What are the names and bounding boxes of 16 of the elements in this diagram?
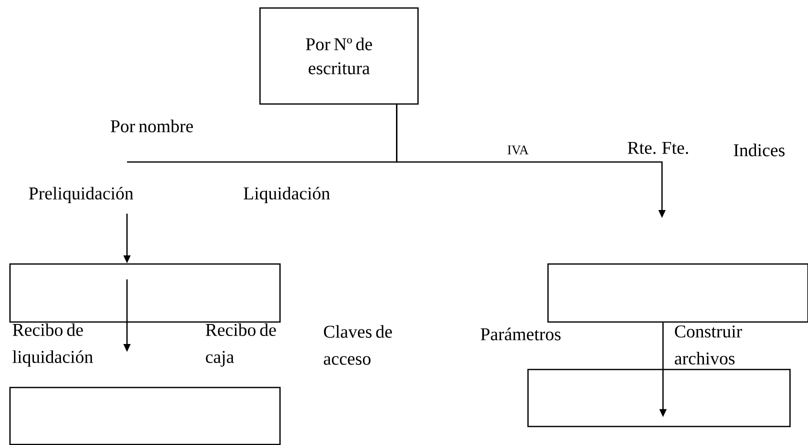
empty-box: [547, 263, 808, 323]
label-text: Liquidación: [244, 186, 330, 204]
label-text: Por nombre: [110, 120, 193, 132]
label-text: Preliquidación: [29, 186, 134, 204]
empty-box: [9, 263, 281, 323]
label-text: Recibo de caja: [206, 323, 276, 367]
label-text: Parámetros: [480, 328, 561, 340]
label-text: Construir archivos: [674, 325, 742, 365]
label-text: Recibo de liquidación: [12, 323, 93, 367]
process-box: Por Nº de escritura: [259, 7, 419, 105]
label-text: Rte. Fte.: [628, 142, 688, 154]
empty-box: [527, 368, 791, 428]
empty-box: [9, 386, 281, 445]
label-text: IVA: [508, 146, 529, 154]
label-text: Claves de acceso: [324, 325, 392, 365]
label-text: Indices: [734, 144, 785, 156]
